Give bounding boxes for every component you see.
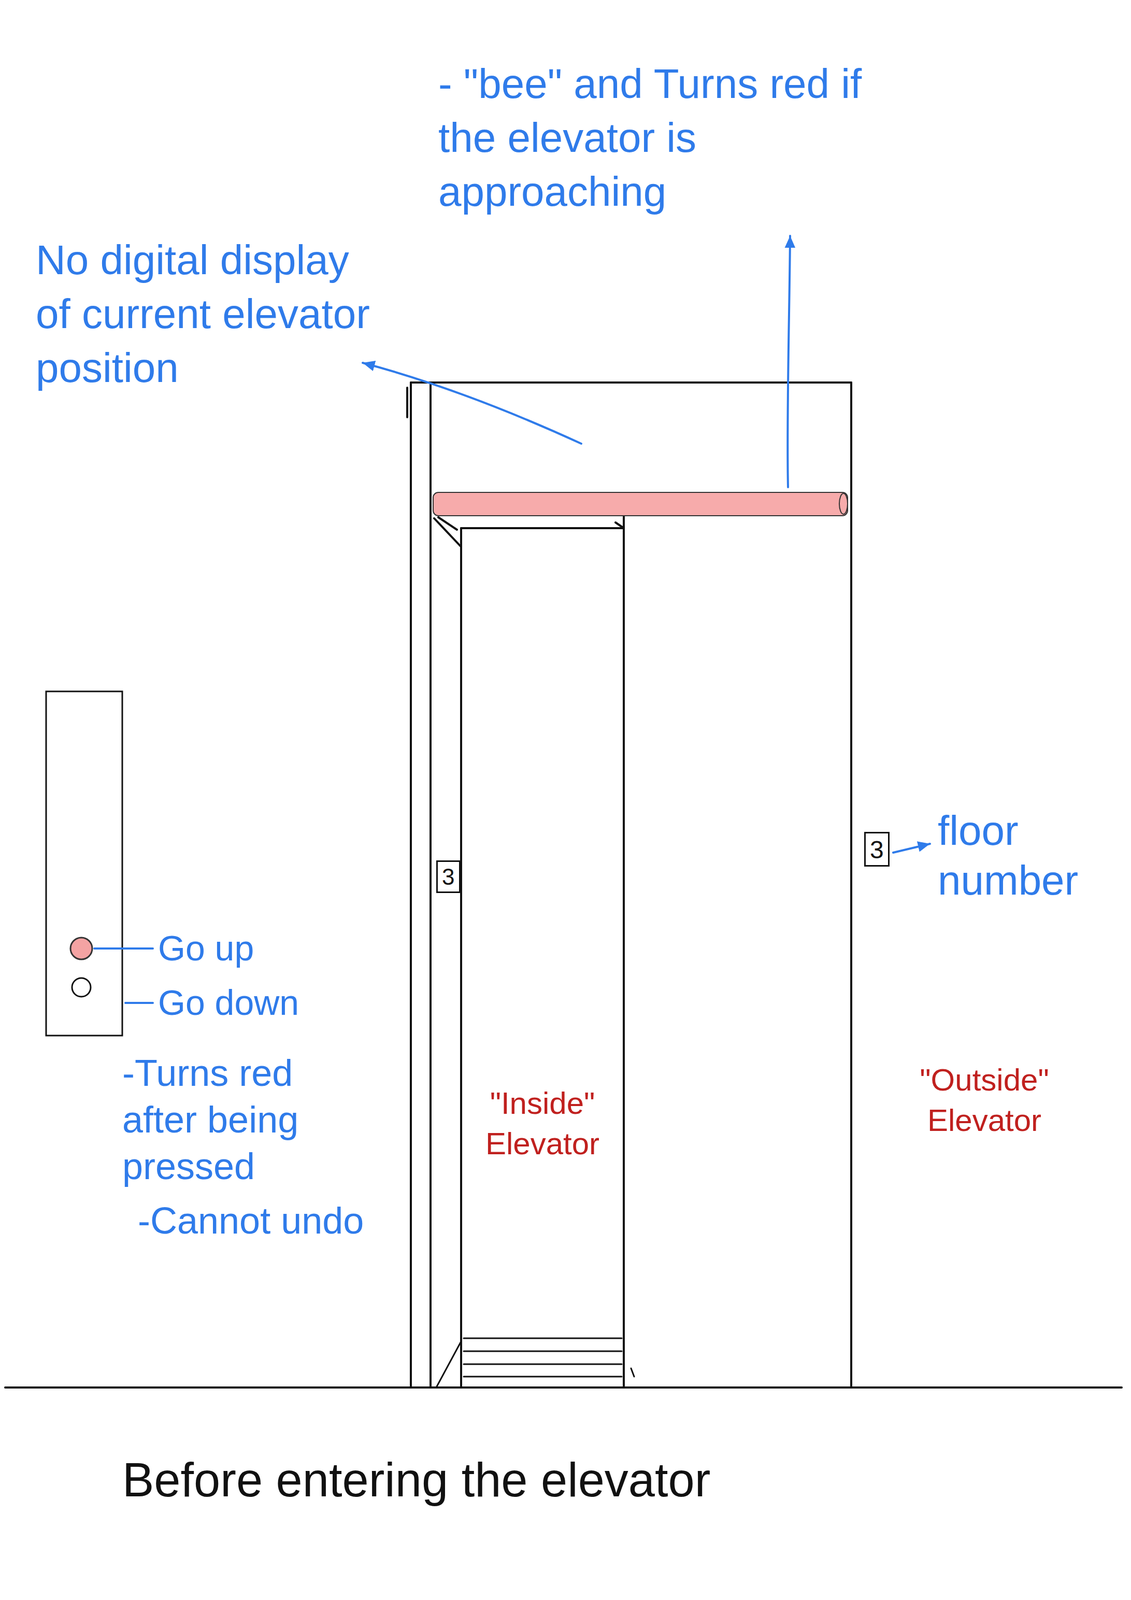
threshold-line — [463, 1363, 622, 1365]
ground-line — [5, 1385, 1122, 1388]
caption: Before entering the elevator — [122, 1450, 952, 1508]
display-note: No digital display of current elevator p… — [35, 233, 378, 395]
threshold-edge — [436, 1340, 462, 1387]
leader-arrow — [787, 235, 791, 488]
floor-number-text: 3 — [869, 836, 884, 864]
frame-tick — [406, 387, 409, 418]
leader-line — [125, 1001, 153, 1004]
frame-top — [410, 381, 852, 384]
door-opening-top — [461, 526, 624, 529]
floor-plate: 3 — [436, 860, 461, 893]
button-label: Go down — [158, 981, 329, 1024]
door-mark — [631, 1367, 635, 1377]
button-note: -Turns red after being pressed — [122, 1049, 346, 1190]
leader-arrow — [893, 843, 930, 853]
door-edge — [622, 516, 625, 1387]
button-note: -Cannot undo — [137, 1196, 408, 1244]
region-label: "Outside" Elevator — [906, 1059, 1063, 1141]
frame-left — [409, 382, 412, 1387]
perspective-line — [438, 517, 457, 530]
floor-number-text: 3 — [441, 864, 455, 890]
region-label: "Inside" Elevator — [472, 1082, 613, 1164]
floor-note: floor number — [937, 805, 1109, 906]
down-button — [72, 977, 91, 997]
threshold-line — [463, 1375, 622, 1378]
up-button — [70, 937, 93, 959]
leader-arrow — [362, 362, 582, 444]
threshold-line — [463, 1337, 622, 1339]
frame-inner-left — [429, 382, 432, 1387]
door-opening-left — [460, 527, 463, 1387]
leader-line — [94, 947, 153, 950]
button-label: Go up — [158, 926, 314, 970]
floor-plate: 3 — [864, 831, 890, 867]
approach-note: - "bee" and Turns red if the elevator is… — [438, 56, 905, 219]
bar-end — [839, 493, 848, 514]
threshold-line — [463, 1350, 622, 1352]
door-corner — [615, 522, 624, 528]
button-panel — [46, 691, 123, 1036]
frame-right — [850, 382, 853, 1387]
approach-light-bar — [433, 492, 848, 516]
